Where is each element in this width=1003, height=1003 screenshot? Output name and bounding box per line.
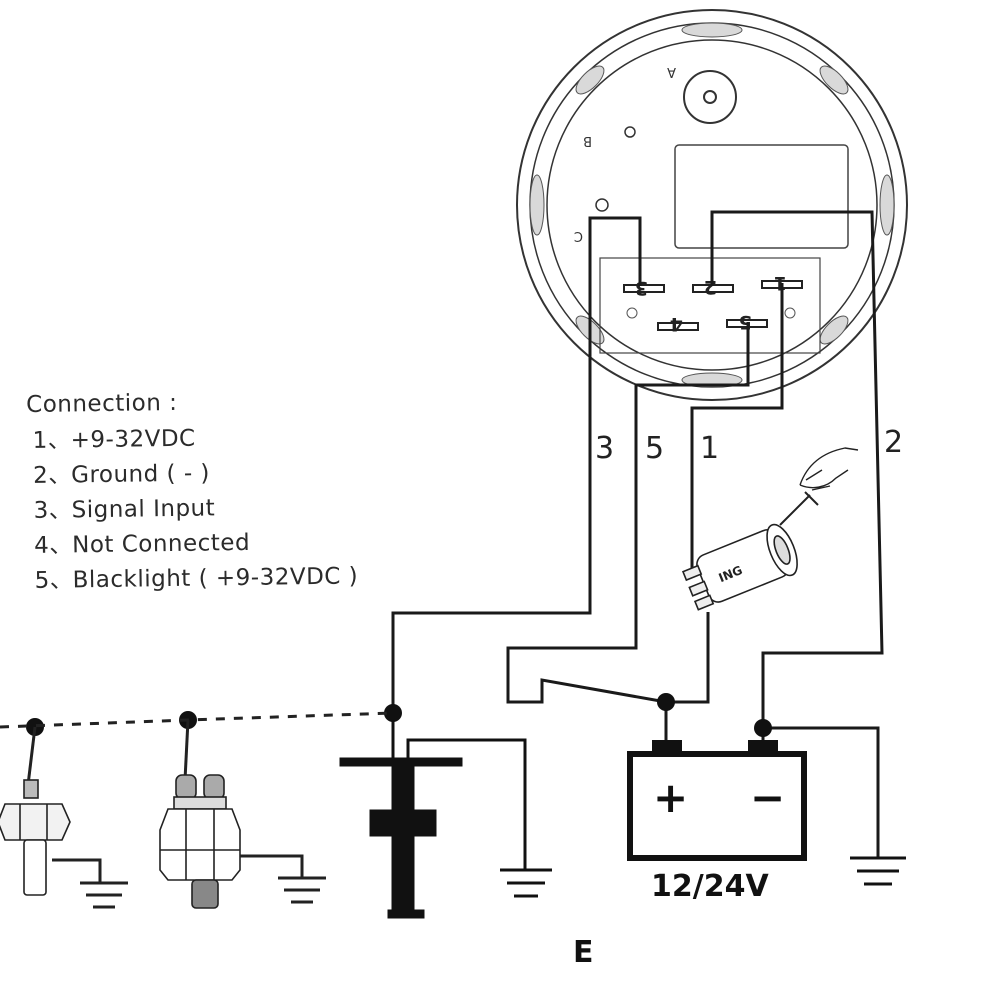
pin-label-2: 2 (704, 276, 717, 298)
battery-case (627, 751, 807, 861)
sender-float (369, 809, 437, 837)
wire-ignition-to-battery (668, 612, 710, 704)
junction-dots (26, 693, 772, 737)
bezel-notches (529, 22, 895, 388)
figure-label: E (573, 935, 594, 970)
legend-item: 5、Blacklight ( +9-32VDC ) (28, 558, 448, 599)
wire-label-5: 5 (645, 431, 664, 466)
legend-item: 4、Not Connected (28, 523, 448, 564)
legend-item-number: 1、 (32, 427, 72, 454)
legend-item-text: +9-32VDC (70, 425, 196, 454)
legend-item: 2、Ground ( - ) (27, 453, 447, 494)
legend-item-number: 5、 (34, 567, 74, 594)
temperature-sender (0, 726, 128, 909)
ignition-key (779, 491, 819, 526)
pin-label-4: 4 (670, 313, 683, 335)
legend-item: 1、+9-32VDC (26, 418, 446, 459)
sender-tube (391, 765, 415, 915)
pin-label-5: 5 (739, 311, 752, 333)
sender-flange (339, 757, 463, 767)
adjust-knob-center (703, 90, 717, 104)
ground-symbol-2 (278, 876, 326, 904)
battery-minus-sign: − (750, 773, 785, 822)
legend-item: 3、Signal Input (27, 488, 447, 529)
battery: + − 12/24V (627, 740, 807, 904)
pin-label-3: 3 (635, 277, 648, 299)
wire-5-backlight (506, 322, 750, 704)
wire-battery-neg-ground (763, 726, 880, 858)
ground-symbol-1 (80, 881, 128, 909)
legend-item-text: Ground ( - ) (70, 460, 211, 489)
terminal-screw-right (784, 307, 796, 319)
pin-tab-4 (657, 322, 699, 331)
legend-item-number: 2、 (32, 462, 72, 489)
mount-hole-b (624, 126, 636, 138)
wires (391, 210, 884, 858)
junction-battery-neg (754, 719, 772, 737)
battery-terminal-neg (748, 740, 778, 754)
ground-symbol-3 (500, 868, 552, 898)
pin-label-1: 1 (774, 272, 787, 294)
hand-icon (799, 447, 859, 491)
battery-plus-sign: + (653, 773, 688, 822)
wire-label-1: 1 (700, 431, 719, 466)
battery-voltage-label: 12/24V (651, 869, 769, 904)
terminal-screw-left (626, 307, 638, 319)
ground-symbol-4 (850, 856, 906, 886)
junction-battery-pos (657, 693, 675, 711)
legend-item-number: 4、 (33, 532, 73, 559)
adjust-knob (683, 70, 737, 124)
display-window (674, 144, 849, 249)
legend-item-text: Signal Input (71, 495, 216, 524)
gauge-outer-ring (516, 9, 908, 401)
wire-label-2: 2 (884, 425, 903, 460)
gauge-rear-view: A B C 1 2 3 4 5 (516, 9, 908, 401)
legend-header: Connection : (26, 389, 178, 418)
wire-label-3: 3 (595, 431, 614, 466)
legend-item-text: Not Connected (71, 529, 251, 559)
gauge-letter-a: A (667, 64, 676, 79)
mount-hole-c (595, 198, 609, 212)
legend-item-number: 3、 (33, 497, 73, 524)
legend-item-text: Blacklight ( +9-32VDC ) (72, 563, 359, 594)
gauge-letter-c: C (574, 228, 583, 243)
ignition-switch: ING (681, 447, 859, 611)
wire-3-signal (391, 216, 642, 713)
wire-2-ground (710, 210, 884, 728)
gauge-letter-b: B (583, 133, 592, 148)
connection-legend: Connection : 1、+9-32VDC 2、Ground ( - ) 3… (26, 386, 449, 599)
gauge-inner-ring (546, 39, 878, 371)
wire-1-power (690, 283, 784, 568)
terminal-block (599, 257, 821, 354)
pressure-sender (159, 719, 326, 909)
battery-terminal-pos (652, 740, 682, 754)
pin-tab-3 (623, 284, 665, 293)
fuel-level-sender (339, 713, 552, 919)
